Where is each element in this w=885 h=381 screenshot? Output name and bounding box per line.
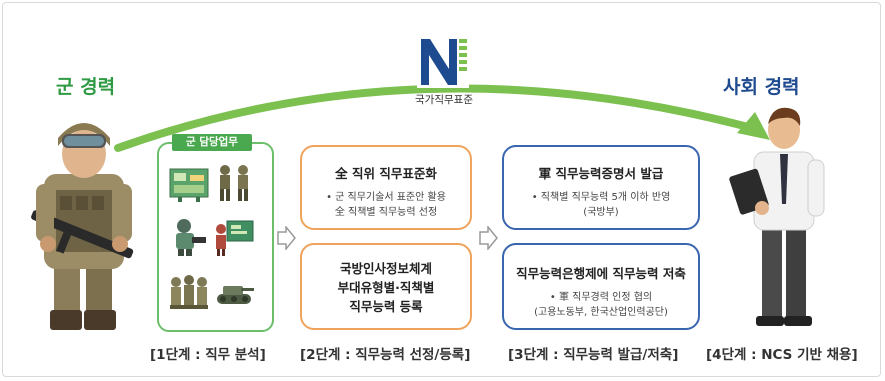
communication-operator-icon bbox=[176, 219, 206, 256]
ncs-logo bbox=[417, 33, 469, 88]
stage3-certificate-box: 軍 직무능력증명서 발급 • 직책별 직무능력 5개 이하 반영 (국방부) bbox=[502, 145, 700, 230]
stage2-standardization-box: 全 직위 직무표준화 • 군 직무기술서 표준안 활용 全 직책별 직무능력 선… bbox=[300, 145, 472, 230]
social-career-title: 사회 경력 bbox=[723, 76, 800, 98]
ncs-caption: 국가직무표준 bbox=[415, 94, 473, 106]
step4-label: [4단계 : NCS 기반 채용] bbox=[706, 347, 858, 363]
stage1-badge: 군 담당업무 bbox=[172, 134, 252, 151]
chevron-right-icon bbox=[479, 226, 498, 250]
soldier-icon bbox=[31, 123, 134, 330]
stage2-box2-line1: 국방인사정보체계 bbox=[339, 261, 432, 276]
stage3-box1-title: 軍 직무능력증명서 발급 bbox=[538, 166, 664, 181]
stage3-box1-line2: (국방부) bbox=[583, 207, 619, 218]
soldiers-marching-icon bbox=[220, 165, 248, 201]
step1-label: [1단계 : 직무 분석] bbox=[150, 347, 266, 363]
stage2-box1-title: 全 직위 직무표준화 bbox=[335, 166, 437, 181]
arc-arrowhead bbox=[737, 112, 770, 140]
chevron-right-icon bbox=[277, 226, 296, 250]
step2-label: [2단계 : 직무능력 선정/등록] bbox=[300, 347, 471, 363]
stage3-saving-box: 직무능력은행제에 직무능력 저축 • 軍 직무경력 인정 협의 (고용노동부, … bbox=[502, 243, 700, 330]
diagram-frame bbox=[2, 2, 881, 377]
stage2-box2-line3: 직무능력 등록 bbox=[349, 299, 423, 314]
office-worker-icon bbox=[729, 107, 825, 326]
stage3-box1-line1: • 직책별 직무능력 5개 이하 반영 bbox=[531, 192, 671, 203]
stage2-box1-line1: • 군 직무기술서 표준안 활용 bbox=[326, 192, 446, 203]
step3-label: [3단계 : 직무능력 발급/저축] bbox=[508, 347, 679, 363]
stage3-box2-line1: • 軍 직무경력 인정 협의 bbox=[549, 292, 653, 303]
stage3-box2-line2: (고용노동부, 한국산업인력공단) bbox=[534, 307, 668, 318]
stage3-box2-title: 직무능력은행제에 직무능력 저축 bbox=[516, 266, 686, 281]
stage2-box2-line2: 부대유형별·직책별 bbox=[337, 280, 435, 295]
stage2-box1-line2: 全 직책별 직무능력 선정 bbox=[334, 207, 438, 218]
stage2-registration-box: 국방인사정보체계 부대유형별·직책별 직무능력 등록 bbox=[300, 243, 472, 330]
troops-group-icon bbox=[170, 275, 208, 309]
military-career-title: 군 경력 bbox=[56, 76, 116, 98]
briefing-icon bbox=[216, 220, 254, 256]
map-board-icon bbox=[169, 168, 209, 202]
tank-icon bbox=[217, 286, 254, 304]
